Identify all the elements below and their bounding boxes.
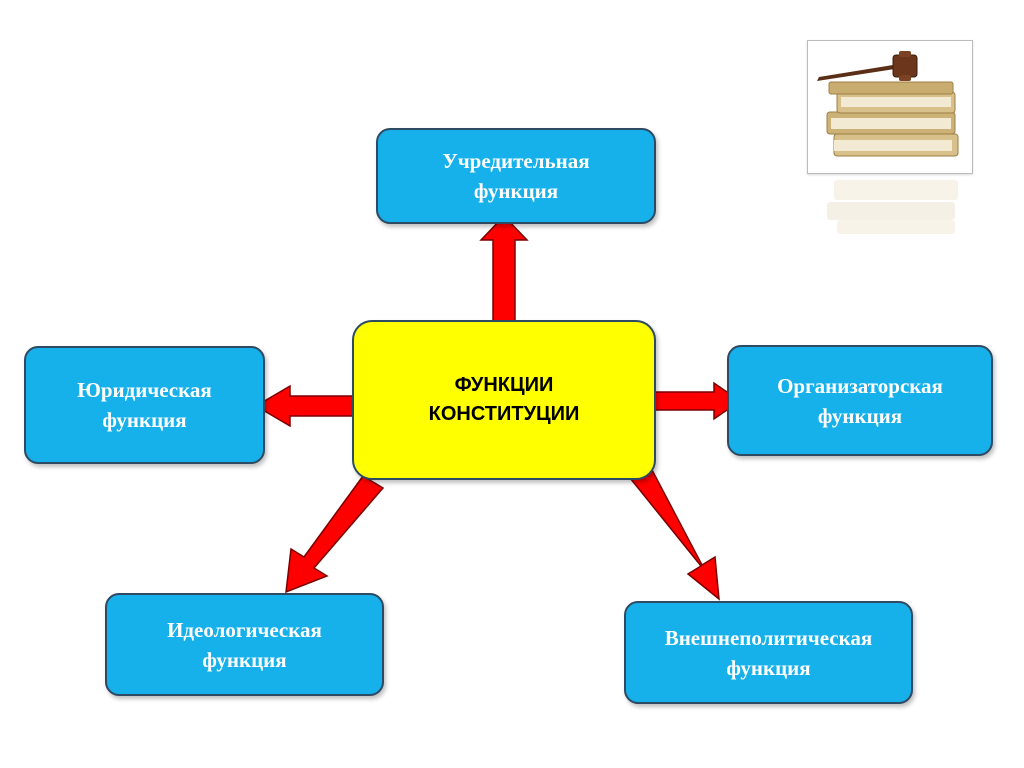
books-stack <box>826 81 959 157</box>
arrow-to-bottom-left <box>285 475 385 594</box>
node-label-line: Идеологическая <box>167 617 322 642</box>
node-label-line: Юридическая <box>77 378 212 402</box>
node-constituent-function: Учредительная функция <box>376 128 656 224</box>
node-label-line: Внешнеполитическая <box>664 625 873 650</box>
center-label-line: КОНСТИТУЦИИ <box>428 403 580 425</box>
books-reflection <box>827 180 958 234</box>
node-label-line: функция <box>202 647 287 672</box>
arrow-to-left <box>254 384 355 428</box>
arrow-to-top <box>479 214 529 323</box>
node-ideological-function: Идеологическая функция <box>105 593 384 696</box>
center-label-line: ФУНКЦИИ <box>454 374 554 396</box>
node-label-line: Организаторская <box>777 373 943 398</box>
node-organizational-function: Организаторская функция <box>727 345 993 456</box>
node-constitution-functions-center: ФУНКЦИИ КОНСТИТУЦИИ <box>352 320 656 480</box>
gavel <box>817 51 918 81</box>
gavel-on-books-icon <box>807 40 973 240</box>
node-legal-function: Юридическая функция <box>24 346 265 464</box>
node-label-line: функция <box>473 179 559 203</box>
node-foreign-policy-function: Внешнеполитическая функция <box>624 601 913 704</box>
node-label-line: функция <box>817 403 903 428</box>
node-label-line: функция <box>102 408 187 432</box>
node-label-line: функция <box>726 655 811 680</box>
node-label-line: Учредительная <box>442 149 590 173</box>
arrow-to-bottom-right <box>628 467 720 601</box>
